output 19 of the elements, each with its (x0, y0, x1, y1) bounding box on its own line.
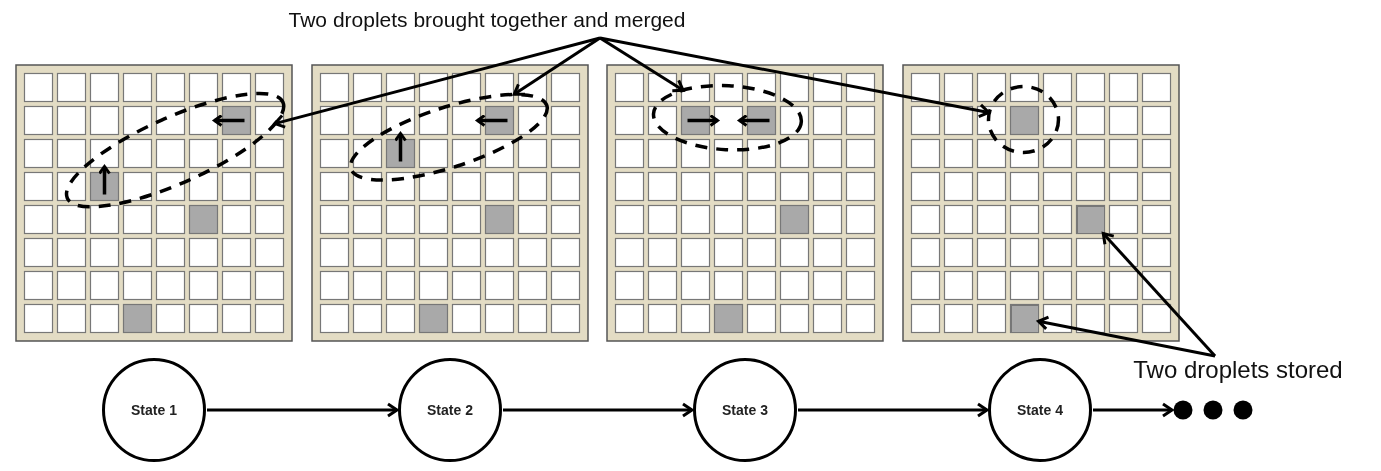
state-circle: State 3 (693, 358, 797, 462)
state-circle: State 4 (988, 358, 1092, 462)
arrow (1093, 402, 1174, 418)
arrow (503, 402, 694, 418)
arrow (207, 402, 399, 418)
annotation-text: Two droplets stored (1098, 356, 1378, 384)
ellipsis-dots (1172, 400, 1254, 420)
state-circle: State 2 (398, 358, 502, 462)
leader-arrow (1101, 232, 1217, 357)
arrow (798, 402, 989, 418)
leader-arrow (512, 36, 601, 96)
leader-arrow (273, 36, 601, 129)
leader-arrow (599, 36, 991, 119)
dashed-ellipse (63, 90, 287, 210)
dashed-ellipse (650, 83, 804, 153)
leader-arrow (1037, 315, 1216, 358)
annotation-text: Two droplets brought together and merged (262, 8, 712, 32)
dashed-ellipse (348, 91, 550, 183)
state-circle: State 1 (102, 358, 206, 462)
